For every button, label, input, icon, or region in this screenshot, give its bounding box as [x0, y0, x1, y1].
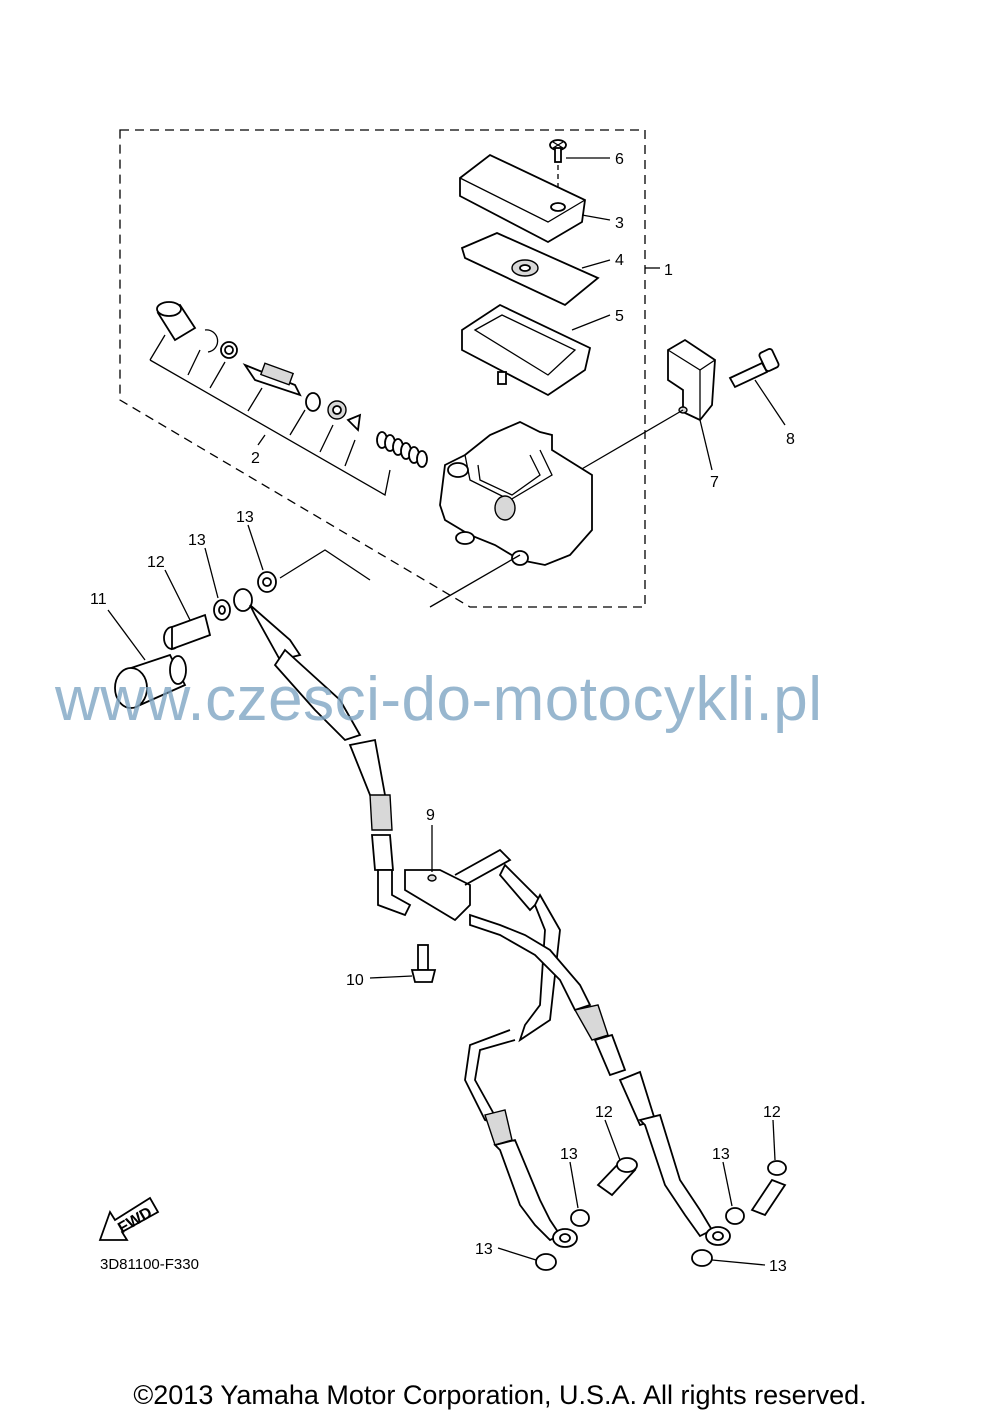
- callout-10: 10: [346, 972, 364, 989]
- washer-13a-hole: [218, 605, 226, 615]
- leader-11: [107, 609, 146, 661]
- washer-13d: [725, 1207, 745, 1225]
- leader-4: [581, 259, 611, 269]
- spring: [376, 431, 428, 468]
- callout-9: 9: [426, 807, 435, 824]
- callout-3: 3: [615, 215, 624, 232]
- bolt-8: [728, 348, 780, 389]
- piston-kit-2: [156, 301, 428, 468]
- clamp-axis: [579, 409, 684, 471]
- fwd-arrow-icon: FWD: [98, 1196, 160, 1241]
- brake-hose-lower: [454, 848, 731, 1248]
- copyright-notice: ©2013 Yamaha Motor Corporation, U.S.A. A…: [133, 1380, 867, 1410]
- callout-12c: 12: [763, 1104, 781, 1121]
- callout-13a: 13: [188, 532, 206, 549]
- union-bolt-12b: [596, 1157, 638, 1197]
- master-cylinder-body: [439, 421, 593, 566]
- diagram-code: 3D81100-F330: [100, 1256, 199, 1273]
- union-bolt-12c: [750, 1160, 787, 1217]
- watermark-text: www.czesci-do-motocykli.pl: [55, 665, 823, 734]
- leader-12a: [164, 569, 191, 621]
- leader-3: [581, 214, 611, 221]
- diaphragm-plate-4: [460, 232, 600, 307]
- assembly-outline: [119, 129, 646, 608]
- washer-13f: [691, 1249, 713, 1267]
- callout-5: 5: [615, 308, 624, 325]
- leader-13d: [722, 1161, 733, 1207]
- leader-5: [571, 314, 611, 331]
- leader-13b: [247, 524, 264, 571]
- joint-9: [404, 869, 471, 922]
- brake-hose-upper: [233, 588, 412, 917]
- callout-12b: 12: [595, 1104, 613, 1121]
- holder-7: [667, 338, 716, 422]
- callout-8: 8: [786, 431, 795, 448]
- callout-1: 1: [664, 262, 673, 279]
- leader-7: [699, 419, 713, 471]
- leader-12b: [604, 1119, 621, 1161]
- leader-13a: [204, 547, 219, 599]
- union-bolt-12: [163, 613, 212, 651]
- screw-6: [549, 139, 567, 163]
- washer-13e: [535, 1253, 557, 1271]
- diaphragm-5: [461, 303, 592, 397]
- cap-11: [114, 653, 187, 709]
- callout-13c: 13: [560, 1146, 578, 1163]
- callout-13f: 13: [769, 1258, 787, 1275]
- leader-13f: [711, 1259, 766, 1266]
- washer-13b-hole: [262, 577, 272, 587]
- callout-4: 4: [615, 252, 624, 269]
- bolt-axis: [279, 549, 371, 581]
- body-link: [429, 554, 521, 608]
- bolt-10: [410, 944, 437, 983]
- callout-6: 6: [615, 151, 624, 168]
- leader-2-bracket: [149, 334, 391, 497]
- callout-7: 7: [710, 474, 719, 491]
- leader-10: [369, 975, 413, 979]
- callout-11: 11: [90, 591, 107, 608]
- leader-13c: [569, 1161, 579, 1209]
- callout-13e: 13: [475, 1241, 493, 1258]
- callout-13d: 13: [712, 1146, 730, 1163]
- washer-13c: [570, 1209, 590, 1227]
- callout-13b: 13: [236, 509, 254, 526]
- leader-13e: [497, 1247, 537, 1261]
- callout-2: 2: [251, 450, 260, 467]
- leader-8: [754, 379, 786, 426]
- reservoir-cap-3: [459, 153, 586, 244]
- callout-12a: 12: [147, 554, 165, 571]
- leader-12c: [772, 1119, 776, 1161]
